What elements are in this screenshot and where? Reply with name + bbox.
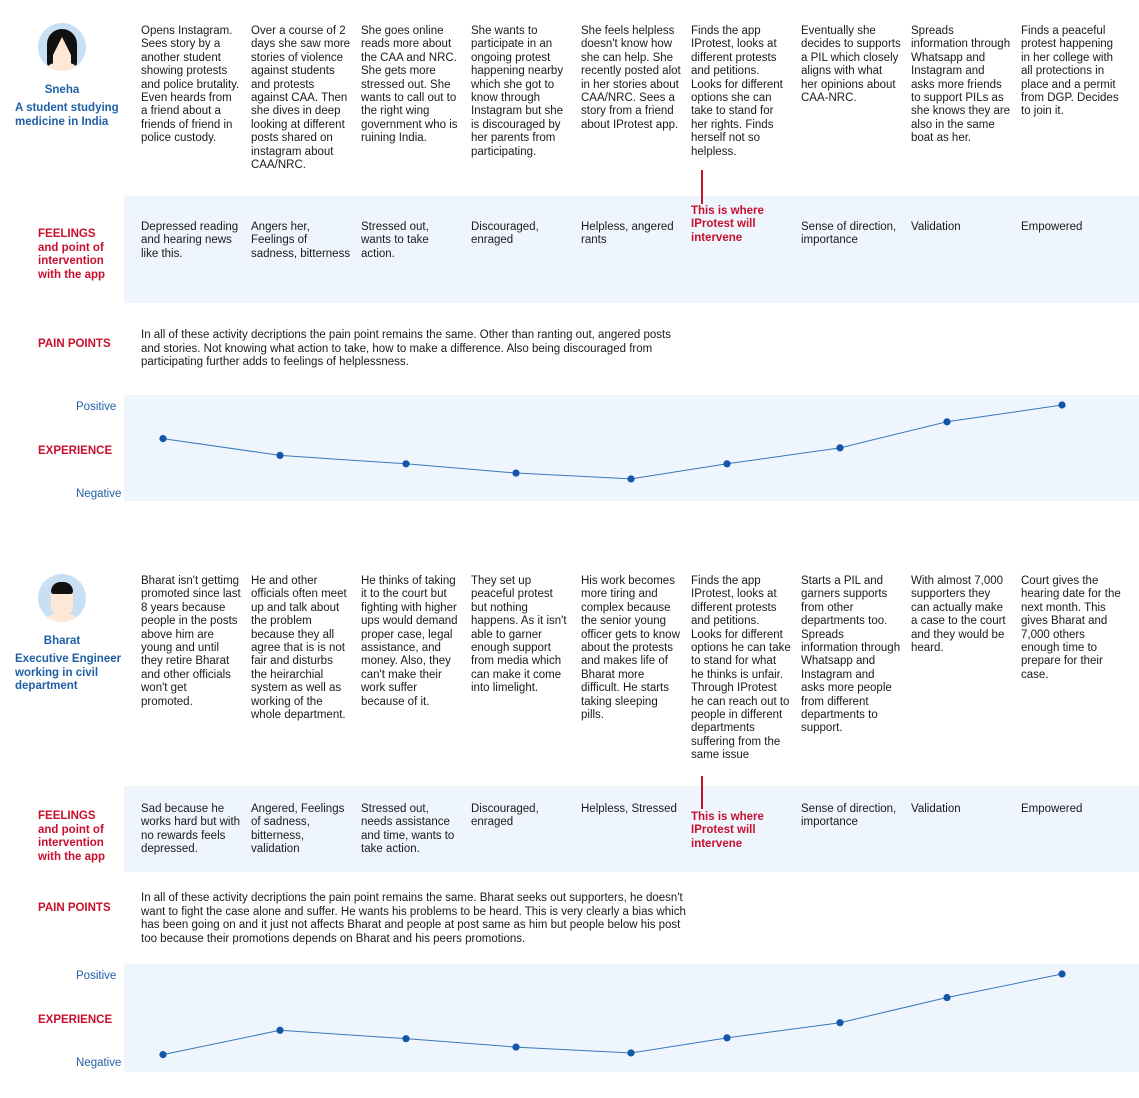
negative-label: Negative	[76, 1057, 122, 1069]
pain-points-label: PAIN POINTS	[38, 338, 111, 350]
feelings-band	[124, 196, 1139, 303]
feeling-cell: Stressed out, needs assistance and time,…	[361, 803, 455, 856]
activity-cell: He thinks of taking it to the court but …	[361, 575, 458, 708]
activity-cell: Finds a peaceful protest happening in he…	[1021, 25, 1119, 118]
persona-role: Executive Engineer working in civil depa…	[15, 653, 122, 692]
experience-point	[276, 1026, 284, 1034]
activity-cell: Finds the app IProtest, looks at differe…	[691, 25, 783, 158]
activity-cell: Eventually she decides to supports a PIL…	[801, 25, 901, 105]
intervention-marker	[701, 776, 703, 809]
experience-point	[627, 1049, 635, 1057]
experience-point	[512, 469, 520, 477]
activity-cell: Court gives the hearing date for the nex…	[1021, 575, 1121, 681]
feelings-label: FEELINGS and point of intervention with …	[38, 228, 106, 281]
bharat-avatar	[38, 574, 86, 622]
experience-point	[1058, 401, 1066, 409]
feeling-cell: Sense of direction, importance	[801, 803, 897, 829]
feeling-cell: Helpless, Stressed	[581, 803, 677, 815]
activity-cell: Finds the app IProtest, looks at differe…	[691, 575, 791, 762]
persona-role: A student studying medicine in India	[15, 102, 119, 128]
activity-cell: With almost 7,000 supporters they can ac…	[911, 575, 1006, 655]
experience-line	[162, 973, 1063, 1056]
sneha-avatar	[38, 23, 86, 71]
experience-point	[159, 435, 167, 443]
feeling-cell: Depressed reading and hearing news like …	[141, 221, 239, 260]
intervention-note: This is where IProtest will intervene	[691, 205, 764, 244]
activity-cell: She feels helpless doesn't know how she …	[581, 25, 681, 131]
experience-point	[943, 418, 951, 426]
feelings-label: FEELINGS and point of intervention with …	[38, 810, 106, 863]
activity-cell: Opens Instagram. Sees story by a another…	[141, 25, 240, 145]
feeling-cell: Discouraged, enraged	[471, 803, 539, 829]
activity-cell: She goes online reads more about the CAA…	[361, 25, 458, 145]
persona-name: Sneha	[44, 84, 80, 96]
experience-point	[723, 1034, 731, 1042]
activity-cell: Spreads information through Whatsapp and…	[911, 25, 1011, 145]
activity-cell: Bharat isn't gettimg promoted since last…	[141, 575, 241, 708]
activity-cell: His work becomes more tiring and complex…	[581, 575, 680, 722]
feeling-cell: Angered, Feelings of sadness, bitterness…	[251, 803, 345, 856]
persona-name: Bharat	[43, 635, 81, 647]
experience-label: EXPERIENCE	[38, 445, 113, 457]
experience-point	[1058, 970, 1066, 978]
negative-label: Negative	[76, 488, 122, 500]
positive-label: Positive	[76, 970, 117, 982]
experience-point	[836, 1019, 844, 1027]
feeling-cell: Stressed out, wants to take action.	[361, 221, 429, 260]
feeling-cell: Sad because he works hard but with no re…	[141, 803, 241, 856]
activity-cell: She wants to participate in an ongoing p…	[471, 25, 564, 158]
positive-label: Positive	[76, 401, 117, 413]
experience-point	[402, 460, 410, 468]
feelings-band	[124, 786, 1139, 872]
feeling-cell: Validation	[911, 221, 961, 233]
feeling-cell: Empowered	[1021, 221, 1083, 233]
experience-point	[943, 993, 951, 1002]
experience-point	[159, 1051, 167, 1059]
feeling-cell: Sense of direction, importance	[801, 221, 897, 247]
intervention-marker	[701, 170, 703, 204]
experience-point	[512, 1043, 520, 1051]
experience-point	[402, 1035, 410, 1043]
experience-band	[124, 395, 1139, 501]
activity-cell: Starts a PIL and garners supports from o…	[801, 575, 901, 735]
feeling-cell: Empowered	[1021, 803, 1083, 815]
feeling-cell: Validation	[911, 803, 961, 815]
feeling-cell: Angers her, Feelings of sadness, bittern…	[251, 221, 351, 260]
feeling-cell: Discouraged, enraged	[471, 221, 539, 247]
activity-cell: Over a course of 2 days she saw more sto…	[251, 25, 351, 172]
experience-point	[836, 444, 844, 452]
pain-points-text: In all of these activity decriptions the…	[141, 892, 686, 945]
intervention-note: This is where IProtest will intervene	[691, 811, 764, 850]
activity-cell: They set up peaceful protest but nothing…	[471, 575, 567, 695]
experience-point	[276, 451, 284, 459]
feeling-cell: Helpless, angered rants	[581, 221, 674, 247]
pain-points-label: PAIN POINTS	[38, 902, 111, 914]
pain-points-text: In all of these activity decriptions the…	[141, 329, 671, 368]
experience-point	[627, 475, 635, 483]
experience-point	[723, 460, 731, 468]
experience-label: EXPERIENCE	[38, 1014, 113, 1026]
activity-cell: He and other officials often meet up and…	[251, 575, 347, 722]
